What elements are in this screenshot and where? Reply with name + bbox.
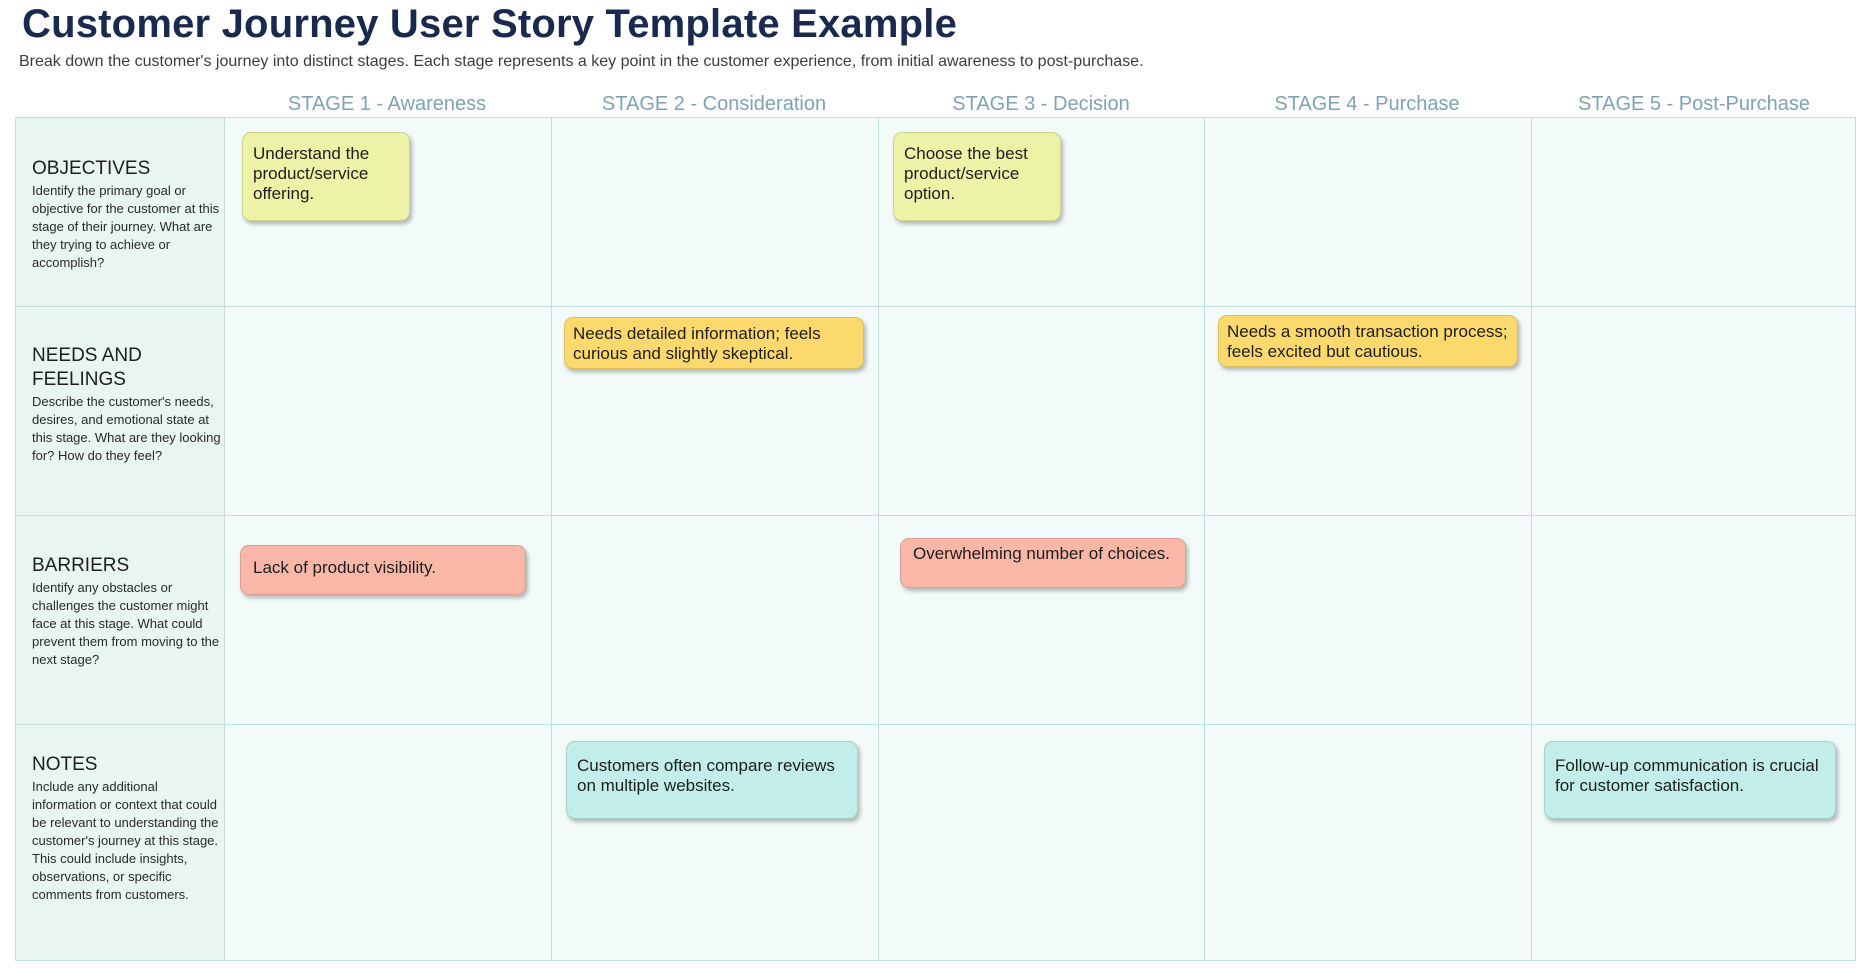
stage-header-post-purchase: STAGE 5 - Post-Purchase	[1578, 93, 1810, 115]
row-description: Describe the customer's needs, desires, …	[32, 394, 221, 463]
note-objectives-decision[interactable]: Choose the best product/service option.	[893, 132, 1061, 221]
note-barriers-awareness[interactable]: Lack of product visibility.	[240, 545, 526, 595]
row-title: BARRIERS	[32, 555, 130, 576]
row-label-needs-feelings: NEEDS AND FEELINGS Describe the customer…	[32, 344, 221, 465]
row-title: NOTES	[32, 754, 98, 775]
grid-divider	[551, 118, 552, 960]
row-label-barriers: BARRIERS Identify any obstacles or chall…	[32, 554, 224, 669]
row-label-notes: NOTES Include any additional information…	[32, 753, 224, 904]
note-notes-post-purchase[interactable]: Follow-up communication is crucial for c…	[1544, 741, 1836, 819]
row-title: OBJECTIVES	[32, 158, 151, 179]
grid-divider	[16, 306, 1855, 307]
grid-divider	[1531, 118, 1532, 960]
page-subtitle: Break down the customer's journey into d…	[19, 53, 1144, 70]
note-needs-purchase[interactable]: Needs a smooth transaction process; feel…	[1218, 315, 1518, 367]
stage-header-decision: STAGE 3 - Decision	[952, 93, 1130, 115]
stage-header-awareness: STAGE 1 - Awareness	[287, 93, 487, 115]
grid-divider	[224, 118, 225, 960]
note-needs-consideration[interactable]: Needs detailed information; feels curiou…	[564, 317, 864, 369]
row-label-column	[16, 118, 224, 960]
grid-divider	[16, 515, 1855, 516]
row-title: NEEDS AND FEELINGS	[32, 345, 142, 390]
note-barriers-decision[interactable]: Overwhelming number of choices.	[900, 538, 1186, 588]
row-description: Identify the primary goal or objective f…	[32, 183, 220, 270]
row-label-objectives: OBJECTIVES Identify the primary goal or …	[32, 157, 224, 272]
row-description: Identify any obstacles or challenges the…	[32, 580, 220, 667]
note-objectives-awareness[interactable]: Understand the product/service offering.	[242, 132, 410, 221]
stage-header-consideration: STAGE 2 - Consideration	[601, 93, 827, 115]
row-description: Include any additional information or co…	[32, 779, 219, 902]
note-notes-consideration[interactable]: Customers often compare reviews on multi…	[566, 741, 858, 819]
journey-grid: OBJECTIVES Identify the primary goal or …	[15, 117, 1856, 961]
grid-divider	[878, 118, 879, 960]
grid-divider	[1204, 118, 1205, 960]
grid-divider	[16, 724, 1855, 725]
page-title: Customer Journey User Story Template Exa…	[22, 2, 958, 46]
stage-header-purchase: STAGE 4 - Purchase	[1274, 93, 1460, 115]
